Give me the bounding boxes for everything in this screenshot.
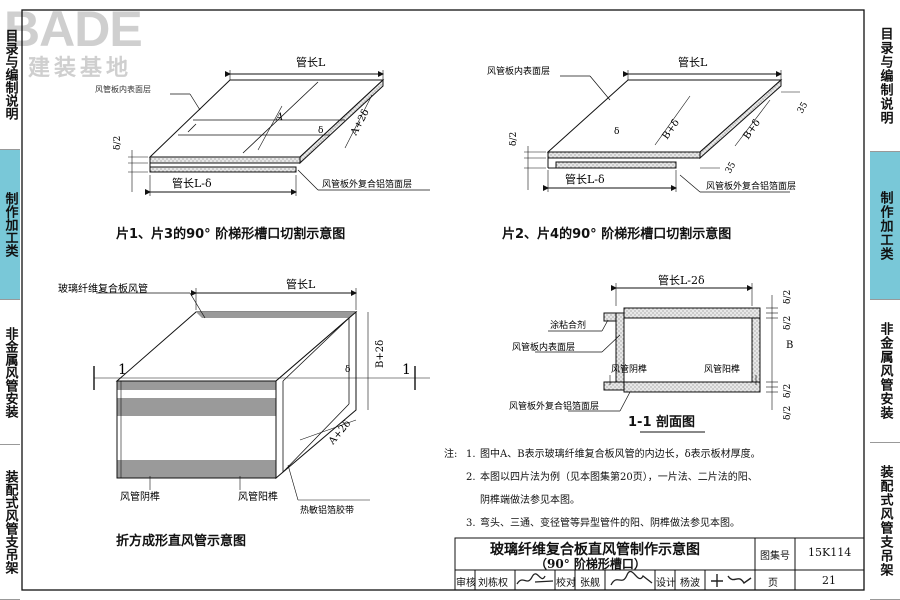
- fig1-dim-d2: δ/2: [113, 136, 123, 150]
- fig3-caption: 折方成形直风管示意图: [116, 534, 247, 549]
- title-block: [454, 537, 865, 591]
- fig1-inner-layer: 风管板内表面层: [95, 84, 151, 94]
- fig3-duct-label: 玻璃纤维复合板风管: [58, 282, 148, 295]
- fig4-dim-d2-top2: δ/2: [783, 316, 793, 330]
- fig2-pipe-len: 管长L: [678, 55, 708, 69]
- checker-name: 张舰: [580, 578, 600, 589]
- fig4-glue: 涂粘合剂: [550, 319, 586, 331]
- fig1-plate-drawing: [128, 70, 430, 196]
- note-row-2b: 阴榫端做法参见本图。: [444, 496, 864, 506]
- reviewer-name: 刘栋权: [478, 578, 508, 589]
- side-tab-catalog[interactable]: 目录与编制说明: [870, 0, 900, 152]
- fig4-dim-b: B: [786, 340, 793, 351]
- fig3-section-mark-right: 1: [402, 362, 411, 378]
- note-3-text: 弯头、三通、变径管等异型管件的阳、阴榫做法参见本图。: [480, 518, 740, 529]
- fig4-outer-layer: 风管板外复合铝箔面层: [509, 400, 599, 412]
- side-tab-support-label: 装配式风管支吊架: [877, 465, 893, 577]
- fig3-female: 风管阴榫: [120, 490, 160, 503]
- notes-block: 注: 1. 图中A、B表示玻璃纤维复合板风管的内边长，δ表示板材厚度。 2. 本…: [444, 450, 864, 542]
- fig3-duct-drawing: [93, 288, 430, 501]
- fig4-dim-d2-bot2: δ/2: [783, 406, 793, 420]
- fig2-pipe-len-minus: 管长L-δ: [565, 172, 605, 186]
- fig2-dim-d: δ: [614, 127, 619, 137]
- side-tab-catalog-label: 目录与编制说明: [877, 26, 893, 125]
- note-1-num: 1.: [466, 449, 476, 460]
- fig2-dim-d2: δ/2: [509, 132, 519, 146]
- designer-name: 杨波: [680, 578, 700, 589]
- fig3-pipe-len: 管长L: [286, 277, 316, 291]
- logo-subtitle: 建装基地: [28, 56, 133, 81]
- side-tab-fabrication-label: 制作加工类: [877, 190, 893, 261]
- fig2-plate-drawing: [524, 70, 800, 193]
- fig3-dim-b: B+2δ: [375, 340, 386, 368]
- note-2-text: 本图以四片法为例（见本图集第20页），一片法、二片法的阳、: [480, 472, 758, 483]
- notes-lead: 注:: [444, 449, 458, 460]
- fig1-outer-layer: 风管板外复合铝箔面层: [322, 178, 412, 190]
- note-row-1: 注: 1. 图中A、B表示玻璃纤维复合板风管的内边长，δ表示板材厚度。: [444, 450, 864, 460]
- left-tab-support-label: 装配式风管支吊架: [2, 470, 18, 574]
- fig4-pipe-len: 管长L-2δ: [658, 273, 705, 287]
- note-3-num: 3.: [466, 518, 476, 529]
- note-2b-text: 阴榫端做法参见本图。: [480, 495, 580, 506]
- fig2-outer-layer: 风管板外复合铝箔面层: [706, 180, 796, 192]
- design-label: 设计: [656, 578, 676, 589]
- note-row-3: 3. 弯头、三通、变径管等异型管件的阳、阴榫做法参见本图。: [444, 519, 864, 529]
- fig3-male: 风管阳榫: [238, 490, 278, 503]
- left-tab-fabrication-label: 制作加工类: [2, 192, 18, 257]
- fig2-dim-b2: B+δ: [741, 118, 762, 142]
- fig3-section-mark-left: 1: [118, 362, 127, 378]
- left-tab-catalog-label: 目录与编制说明: [2, 29, 18, 120]
- fig2-dim-35-top: 35: [796, 100, 811, 115]
- atlas-number: 15K114: [808, 546, 852, 559]
- fig2-caption: 片2、片4的90° 阶梯形槽口切割示意图: [502, 227, 732, 242]
- page-label: 页: [768, 578, 778, 589]
- note-2-num: 2.: [466, 472, 476, 483]
- fig1-dim-d: δ: [318, 126, 323, 136]
- check-label: 校对: [556, 578, 576, 589]
- side-tab-fabrication[interactable]: 制作加工类: [870, 152, 900, 300]
- fig4-dim-d2-bot1: δ/2: [783, 384, 793, 398]
- left-tab-fabrication[interactable]: 制作加工类: [0, 150, 20, 300]
- atlas-label: 图集号: [760, 551, 790, 562]
- note-2b-num: [466, 496, 480, 506]
- fig2-inner-layer: 风管板内表面层: [487, 65, 550, 77]
- checker-signature: [610, 571, 653, 586]
- fig4-caption: 1-1 剖面图: [628, 415, 696, 430]
- logo-brand: BADE: [4, 1, 143, 57]
- fig1-dim-a: A: [275, 112, 283, 123]
- note-row-2: 2. 本图以四片法为例（见本图集第20页），一片法、二片法的阳、: [444, 473, 864, 483]
- fig3-dim-d: δ: [345, 365, 350, 375]
- review-label: 审核: [456, 578, 476, 589]
- fig4-female: 风管阴榫: [611, 363, 647, 375]
- side-tab-nonmetal-label: 非金属风管安装: [877, 322, 893, 420]
- fig4-male: 风管阳榫: [704, 363, 740, 375]
- fig2-dim-35-bottom: 35: [724, 160, 739, 175]
- fig3-tape: 热敏铝箔胶带: [300, 504, 354, 516]
- side-tab-nonmetal[interactable]: 非金属风管安装: [870, 300, 900, 443]
- left-tab-nonmetal-label: 非金属风管安装: [2, 326, 18, 418]
- left-tab-nonmetal[interactable]: 非金属风管安装: [0, 300, 20, 445]
- designer-signature: [711, 574, 752, 587]
- title-line-2: （90° 阶梯形槽口）: [535, 557, 646, 571]
- page-number: 21: [822, 574, 836, 587]
- fig4-inner-layer: 风管板内表面层: [512, 341, 575, 353]
- fig1-pipe-len-minus: 管长L-δ: [172, 176, 212, 190]
- fig4-section-drawing: [535, 283, 778, 433]
- fig1-pipe-len: 管长L: [296, 55, 326, 69]
- left-tab-catalog[interactable]: 目录与编制说明: [0, 0, 20, 150]
- fig4-dim-d2-top1: δ/2: [783, 290, 793, 304]
- reviewer-signature: [516, 573, 554, 585]
- note-1-text: 图中A、B表示玻璃纤维复合板风管的内边长，δ表示板材厚度。: [480, 449, 761, 460]
- fig1-caption: 片1、片3的90° 阶梯形槽口切割示意图: [116, 227, 346, 242]
- title-line-1: 玻璃纤维复合板直风管制作示意图: [490, 542, 700, 558]
- drawing-border: [21, 9, 865, 591]
